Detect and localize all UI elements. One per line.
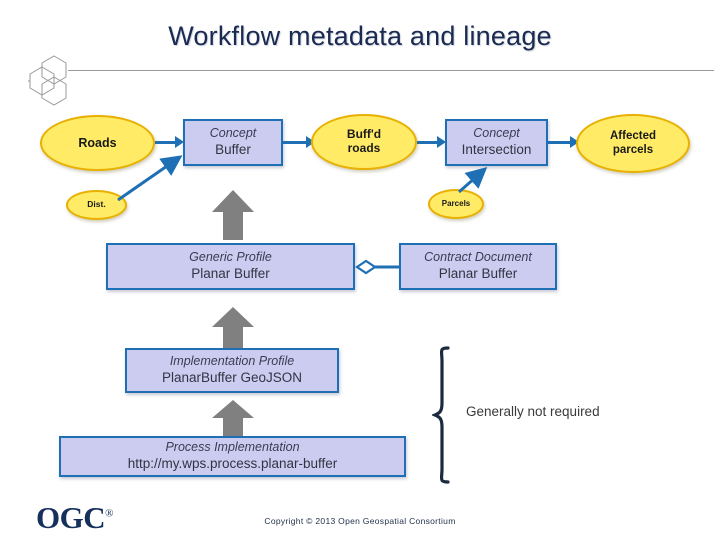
node-stereotype: Concept [473, 126, 520, 141]
layer-box-implementation-profile[interactable]: Implementation Profile PlanarBuffer GeoJ… [125, 348, 339, 393]
layer-stereotype: Implementation Profile [169, 354, 295, 369]
registered-mark-icon: ® [105, 507, 113, 520]
node-label-lines: Buff'd roads [346, 127, 382, 156]
node-label-lines: Affected parcels [610, 130, 656, 156]
node-stereotype: Concept [209, 126, 257, 141]
curly-brace-icon [432, 346, 450, 484]
edge-buffer-to-buffdroads-arrowhead [306, 136, 315, 148]
ogc-hexagon-logo-icon [28, 55, 67, 106]
layer-box-generic-profile[interactable]: Generic Profile Planar Buffer [106, 243, 355, 290]
layer-name: PlanarBuffer GeoJSON [161, 369, 303, 385]
node-name: Intersection [461, 141, 532, 157]
node-label: Parcels [441, 199, 471, 209]
up-block-arrow-icon-3 [212, 400, 254, 440]
node-label-line-2: roads [347, 141, 381, 155]
node-label-line-1: Affected [609, 130, 656, 143]
node-label-line-2: parcels [612, 143, 654, 156]
node-name: Buffer [215, 141, 251, 157]
layer-name: http://my.wps.process.planar-buffer [127, 455, 338, 471]
edge-intersection-to-affected [548, 141, 572, 144]
workflow-node-affected-parcels[interactable]: Affected parcels [576, 114, 690, 173]
edge-dist-to-buffer [117, 155, 183, 202]
layer-name: Planar Buffer [191, 265, 270, 281]
workflow-node-parcels[interactable]: Parcels [428, 189, 484, 219]
node-label-line-1: Buff'd [346, 127, 382, 142]
layer-name: Planar Buffer [438, 265, 518, 281]
layer-box-contract-document[interactable]: Contract Document Planar Buffer [399, 243, 557, 290]
layer-stereotype: Process Implementation [165, 440, 300, 455]
workflow-node-concept-intersection[interactable]: Concept Intersection [445, 119, 548, 166]
layer-stereotype: Contract Document [424, 250, 532, 265]
node-label: Roads [78, 135, 117, 150]
edge-buffer-to-buffdroads [283, 141, 308, 144]
workflow-node-roads[interactable]: Roads [40, 115, 155, 171]
edge-buffdroads-to-intersection [417, 141, 439, 144]
edge-parcels-to-intersection [458, 167, 488, 194]
edge-buffdroads-to-intersection-arrowhead [437, 136, 446, 148]
workflow-node-concept-buffer[interactable]: Concept Buffer [183, 119, 283, 166]
copyright-notice: Copyright © 2013 Open Geospatial Consort… [264, 516, 456, 526]
node-label: Dist. [87, 199, 106, 210]
brace-annotation-label: Generally not required [466, 404, 600, 419]
page-title: Workflow metadata and lineage [168, 21, 552, 51]
header-divider [68, 70, 714, 71]
aggregation-link-icon [355, 259, 400, 275]
ogc-wordmark-logo: OGC® [36, 500, 113, 536]
edge-intersection-to-affected-arrowhead [570, 136, 579, 148]
layer-stereotype: Generic Profile [189, 250, 272, 265]
ogc-wordmark-text: OGC [36, 500, 106, 535]
edge-roads-to-buffer [155, 141, 177, 144]
workflow-node-dist[interactable]: Dist. [66, 190, 127, 220]
workflow-node-buffd-roads[interactable]: Buff'd roads [311, 114, 417, 170]
up-block-arrow-icon-1 [212, 190, 254, 240]
layer-box-process-implementation[interactable]: Process Implementation http://my.wps.pro… [59, 436, 406, 477]
edge-roads-to-buffer-arrowhead [175, 136, 184, 148]
up-block-arrow-icon-2 [212, 307, 254, 351]
